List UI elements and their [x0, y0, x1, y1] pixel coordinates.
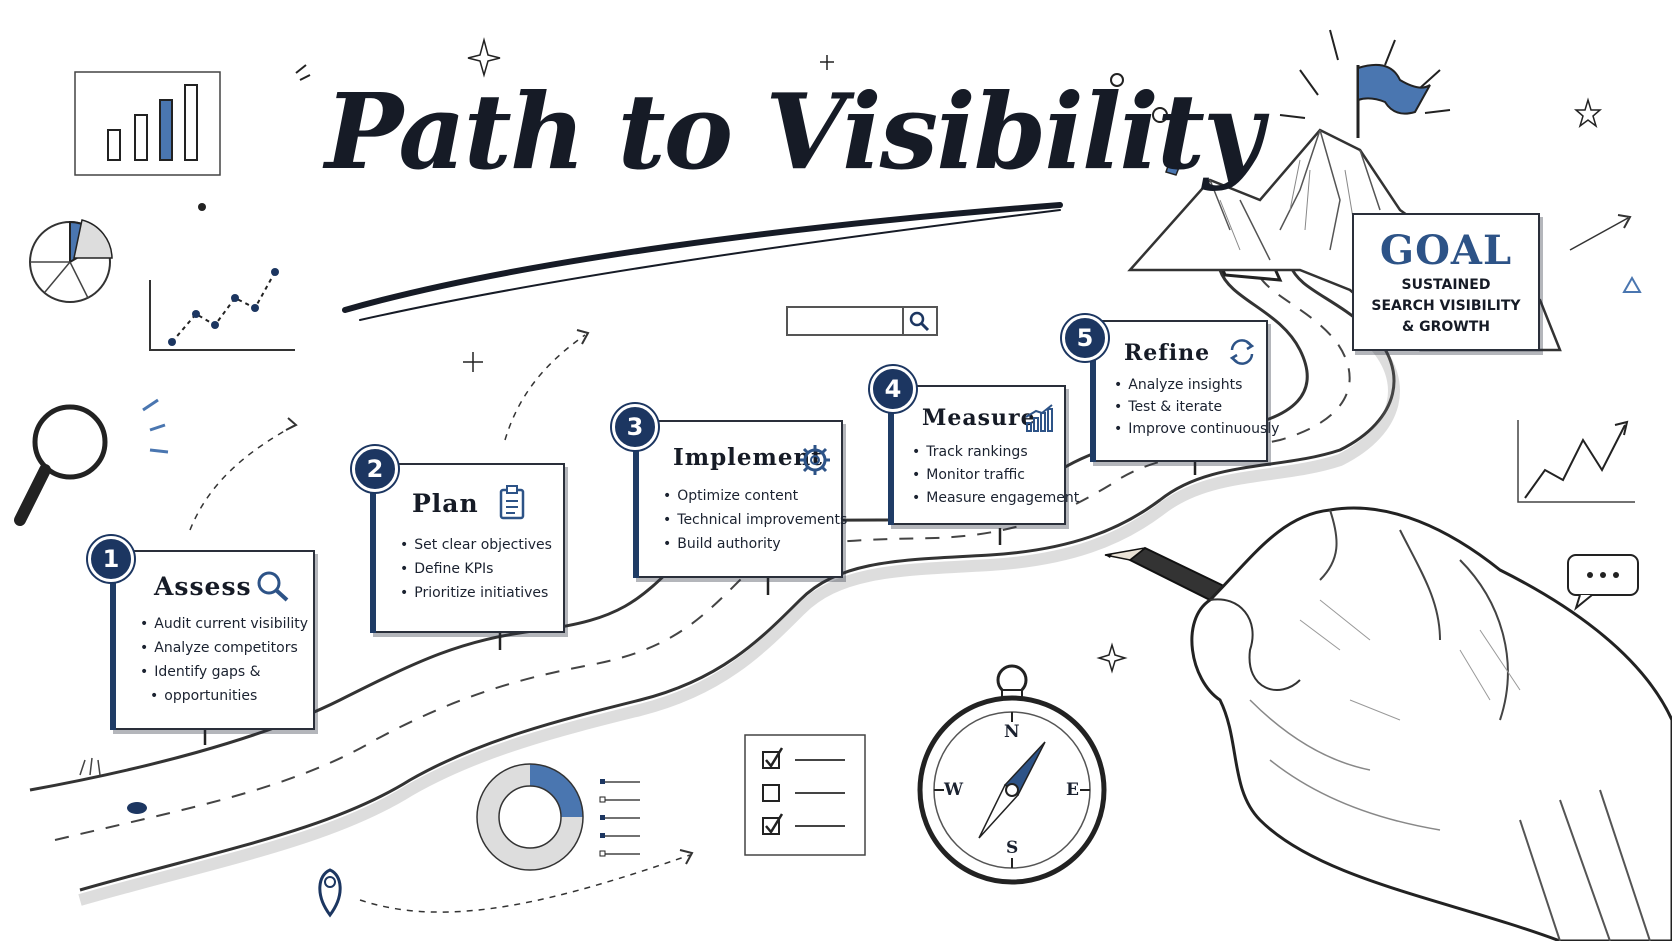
- step-number-badge: 1: [88, 536, 134, 582]
- step-title: Assess: [154, 572, 252, 601]
- bar-chart-icon: [1024, 403, 1056, 439]
- list-item: Build authority: [663, 532, 847, 556]
- step-card-plan: Plan Set clear objectives Define KPIs Pr…: [370, 463, 565, 633]
- refresh-icon: [1226, 336, 1258, 372]
- list-item: Test & iterate: [1114, 396, 1279, 418]
- list-item: Track rankings: [912, 441, 1079, 464]
- checklist-doodle: [745, 735, 865, 855]
- step-title: Measure: [922, 405, 1036, 431]
- donut-chart-doodle: [477, 764, 640, 870]
- chat-bubble-icon: [1568, 555, 1638, 608]
- list-item: Analyze insights: [1114, 374, 1279, 396]
- trend-chart-doodle: [1518, 420, 1635, 502]
- list-item: Define KPIs: [400, 557, 552, 581]
- list-item: opportunities: [140, 684, 308, 708]
- magnifier-icon: [254, 568, 294, 608]
- search-icon: [902, 308, 936, 334]
- list-item: Identify gaps &: [140, 660, 308, 684]
- list-item: Prioritize initiatives: [400, 581, 552, 605]
- page-title: Path to Visibility: [325, 70, 1261, 193]
- pie-chart-doodle: [30, 220, 112, 302]
- step-number-badge: 5: [1062, 315, 1108, 361]
- step-items: Track rankings Monitor traffic Measure e…: [912, 441, 1079, 510]
- clipboard-icon: [498, 485, 528, 525]
- step-number-badge: 3: [612, 404, 658, 450]
- magnifier-doodle: [20, 400, 168, 520]
- goal-title: GOAL: [1354, 227, 1538, 274]
- line-chart-doodle: [150, 268, 295, 350]
- step-items: Audit current visibility Analyze competi…: [140, 612, 308, 708]
- goal-sign: GOAL SUSTAINED SEARCH VISIBILITY & GROWT…: [1352, 213, 1540, 351]
- step-card-implement: Implement Optimize content Technical imp…: [633, 420, 843, 578]
- step-number-badge: 4: [870, 366, 916, 412]
- step-number-badge: 2: [352, 446, 398, 492]
- list-item: Technical improvements: [663, 508, 847, 532]
- list-item: Set clear objectives: [400, 533, 552, 557]
- step-title: Plan: [412, 489, 479, 518]
- step-items: Optimize content Technical improvements …: [663, 484, 847, 556]
- step-items: Set clear objectives Define KPIs Priorit…: [400, 533, 552, 605]
- goal-line: & GROWTH: [1354, 318, 1538, 337]
- compass-north: N: [1004, 722, 1020, 742]
- list-item: Improve continuously: [1114, 418, 1279, 440]
- list-item: Audit current visibility: [140, 612, 308, 636]
- search-bar-doodle: [786, 306, 938, 336]
- step-items: Analyze insights Test & iterate Improve …: [1114, 374, 1279, 440]
- compass-south: S: [1006, 838, 1018, 858]
- list-item: Analyze competitors: [140, 636, 308, 660]
- list-item: Monitor traffic: [912, 464, 1079, 487]
- list-item: Measure engagement: [912, 487, 1079, 510]
- list-item: Optimize content: [663, 484, 847, 508]
- compass-west: W: [944, 780, 963, 800]
- gear-icon: [797, 442, 833, 482]
- goal-line: SEARCH VISIBILITY: [1354, 297, 1538, 316]
- goal-line: SUSTAINED: [1354, 276, 1538, 295]
- step-card-refine: Refine Analyze insights Test & iterate I…: [1090, 320, 1268, 462]
- step-title: Refine: [1124, 340, 1210, 366]
- step-card-assess: Assess Audit current visibility Analyze …: [110, 550, 315, 730]
- step-card-measure: Measure Track rankings Monitor traffic M…: [888, 385, 1066, 525]
- bar-chart-doodle: [75, 72, 220, 175]
- compass-east: E: [1066, 780, 1079, 800]
